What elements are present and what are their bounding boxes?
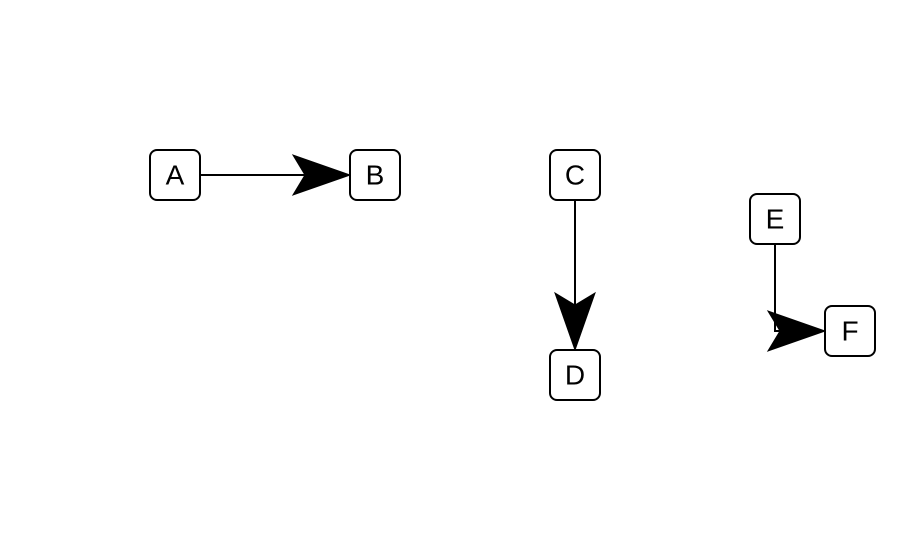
node-a-label: A [166,160,185,191]
edge-c-to-d-arrowhead [554,291,596,352]
node-e-label: E [766,204,785,235]
node-f[interactable]: F [824,305,876,357]
node-e-box [749,193,801,245]
edge-a-to-b [200,154,352,196]
node-b[interactable]: B [349,149,401,201]
edge-e-to-f [766,244,827,352]
edge-c-to-d [554,200,596,352]
node-c-box [549,149,601,201]
node-b-box [349,149,401,201]
edge-a-to-b-arrowhead [291,154,352,196]
node-a-box [149,149,201,201]
node-d[interactable]: D [549,349,601,401]
node-c-label: C [565,160,585,191]
edge-e-to-f-arrowhead [766,310,827,352]
node-e[interactable]: E [749,193,801,245]
node-d-box [549,349,601,401]
node-c[interactable]: C [549,149,601,201]
node-b-label: B [366,160,385,191]
node-a[interactable]: A [149,149,201,201]
node-f-box [824,305,876,357]
node-d-label: D [565,360,585,391]
node-f-label: F [841,316,858,347]
